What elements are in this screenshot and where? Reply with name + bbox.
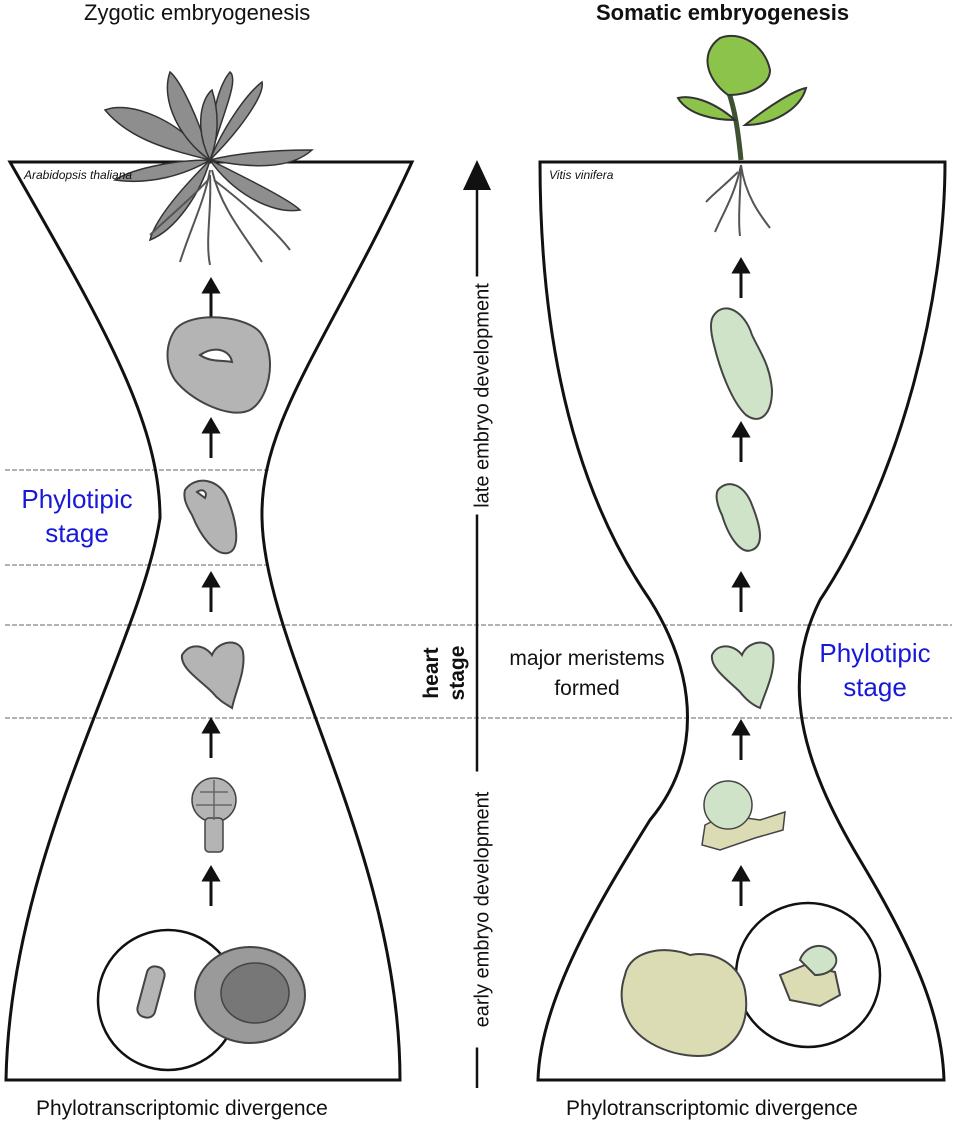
heart-stage-band [5, 624, 952, 719]
left-cotyledon-embryo [166, 316, 271, 414]
vitis-plantlet-illustration [676, 34, 808, 237]
left-heart-embryo [180, 641, 245, 710]
zygote-cell [136, 965, 166, 1019]
arabidopsis-plant-illustration [103, 70, 314, 266]
callus-illustration [620, 945, 842, 1057]
right-species-label: Vitis vinifera [549, 168, 614, 182]
ovule-illustration [194, 946, 306, 1044]
heart-stage-label: heart stage [420, 645, 469, 701]
left-torpedo-embryo [183, 479, 238, 555]
right-early-torpedo-embryo [715, 483, 761, 552]
left-species-label: Arabidopsis thaliana [24, 168, 133, 182]
left-footer: Phylotranscriptomic divergence [36, 1097, 328, 1120]
right-hourglass [536, 160, 947, 1082]
left-globular-embryo [191, 777, 237, 853]
right-torpedo-embryo [710, 307, 774, 420]
left-phylotypic-label: Phylotipic stage [21, 484, 133, 548]
meristem-note: major meristems formed [509, 647, 665, 700]
right-stage-arrows [731, 257, 751, 906]
axis-arrowhead [463, 160, 491, 190]
right-phylotypic-label: Phylotipic stage [819, 638, 931, 702]
right-heart-embryo [710, 641, 775, 710]
early-development-label: early embryo development [471, 771, 495, 1048]
left-stage-arrows [201, 277, 221, 906]
left-hourglass [4, 160, 415, 1082]
right-globular-embryo [701, 780, 786, 851]
left-panel-title: Zygotic embryogenesis [84, 0, 311, 25]
phylotypic-band-left [5, 469, 270, 566]
right-footer: Phylotranscriptomic divergence [566, 1097, 858, 1120]
late-development-label: late embryo development [471, 276, 495, 515]
right-panel-title: Somatic embryogenesis [596, 0, 850, 25]
